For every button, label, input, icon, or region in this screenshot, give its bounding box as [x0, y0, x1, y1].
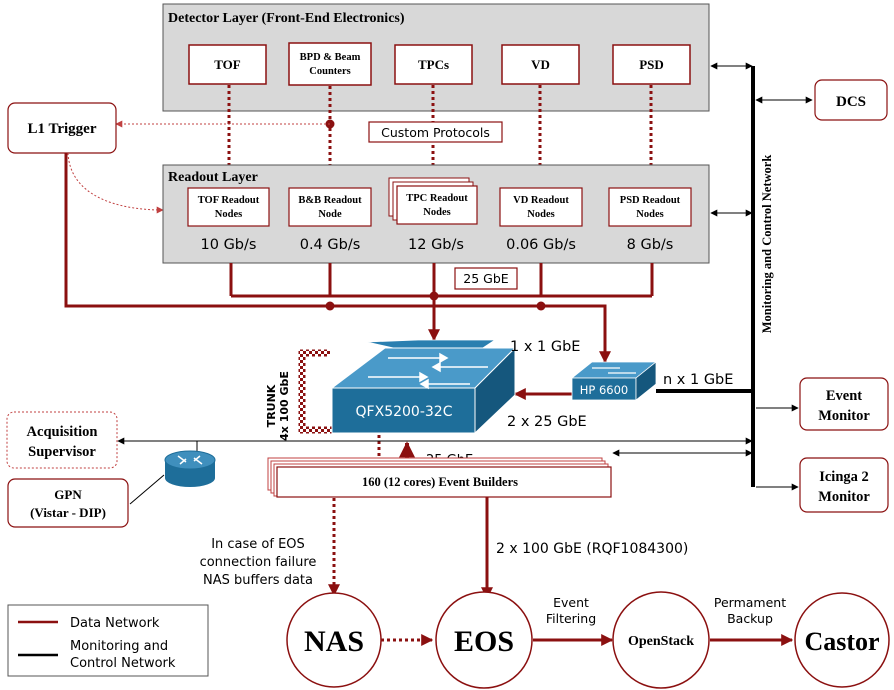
legend-monitoring-label-line1: Monitoring and — [70, 639, 168, 654]
eos-node: EOS — [435, 591, 533, 689]
svg-text:Acquisition: Acquisition — [27, 424, 98, 440]
svg-text:GPN: GPN — [54, 487, 82, 502]
module-label: VD — [531, 57, 550, 72]
detector-module-vd: VD — [501, 44, 580, 85]
detector-module-bpd: BPD & Beam Counters — [288, 42, 372, 86]
openstack-node: OpenStack — [612, 591, 710, 689]
readout-node-bb: B&B Readout Node 0.4 Gb/s — [288, 187, 372, 253]
readout-layer-title: Readout Layer — [168, 170, 258, 185]
trunk-label-line2: 4x 100 GbE — [278, 371, 291, 441]
hp6600-label: HP 6600 — [580, 383, 629, 397]
detector-layer-title: Detector Layer (Front-End Electronics) — [168, 11, 405, 26]
svg-text:Monitor: Monitor — [818, 408, 870, 424]
node-rate: 12 Gb/s — [408, 237, 464, 253]
svg-text:connection failure: connection failure — [200, 555, 317, 570]
svg-text:Monitor: Monitor — [818, 489, 870, 505]
node-rate: 8 Gb/s — [627, 237, 674, 253]
legend-monitoring-label-line2: Control Network — [70, 656, 176, 671]
svg-text:Event: Event — [826, 388, 862, 404]
svg-text:25 GbE: 25 GbE — [463, 271, 509, 286]
detector-layer: Detector Layer (Front-End Electronics) T… — [162, 3, 710, 112]
nas-note: In case of EOS connection failure NAS bu… — [200, 537, 317, 588]
svg-text:Supervisor: Supervisor — [28, 444, 96, 460]
node-rate: 10 Gb/s — [201, 237, 257, 253]
node-label-line2: Nodes — [527, 209, 554, 220]
gpn-router-link — [129, 474, 165, 505]
module-label-line2: Counters — [309, 66, 350, 77]
svg-text:NAS buffers data: NAS buffers data — [203, 573, 313, 588]
n-links-label: n x 1 GbE — [663, 372, 733, 388]
uplink-label: 1 x 1 GbE — [510, 339, 580, 355]
hp-to-qfx-label: 2 x 25 GbE — [507, 414, 587, 430]
node-label-line2: Node — [318, 209, 342, 220]
nas-node: NAS — [286, 592, 382, 688]
node-rate: 0.4 Gb/s — [300, 237, 361, 253]
svg-text:OpenStack: OpenStack — [628, 634, 694, 649]
dcs-label: DCS — [836, 94, 866, 110]
event-monitor-box: Event Monitor — [799, 377, 889, 431]
svg-text:(Vistar - DIP): (Vistar - DIP) — [30, 505, 106, 520]
node-label-line1: TOF Readout — [198, 195, 260, 206]
node-label-line1: PSD Readout — [620, 195, 681, 206]
detector-module-tpcs: TPCs — [394, 44, 473, 85]
node-rate: 0.06 Gb/s — [506, 237, 576, 253]
qfx5200-label: QFX5200-32C — [356, 404, 453, 420]
monitoring-network-label: Monitoring and Control Network — [760, 155, 774, 334]
trunk-link: TRUNK 4x 100 GbE — [265, 349, 358, 441]
module-label: PSD — [639, 57, 664, 72]
monitoring-network — [117, 62, 813, 491]
node-label-line1: VD Readout — [513, 195, 569, 206]
event-filtering-label-line2: Filtering — [546, 611, 596, 626]
backup-label-line1: Permament — [714, 595, 786, 610]
event-builders-label: 160 (12 cores) Event Builders — [362, 475, 518, 489]
router-icon — [164, 450, 216, 487]
legend: Data Network Monitoring and Control Netw… — [7, 604, 209, 677]
module-label: TOF — [214, 57, 241, 72]
svg-text:Castor: Castor — [804, 627, 879, 656]
node-label-line2: Nodes — [423, 207, 450, 218]
gpn-box: GPN (Vistar - DIP) — [7, 478, 129, 528]
detector-module-psd: PSD — [612, 44, 691, 85]
svg-text:Icinga 2: Icinga 2 — [819, 469, 869, 485]
trigger-to-readout-link — [67, 152, 164, 214]
castor-node: Castor — [794, 592, 890, 688]
readout-node-psd: PSD Readout Nodes 8 Gb/s — [608, 187, 692, 253]
custom-protocols-text: Custom Protocols — [381, 125, 490, 140]
detector-module-tof: TOF — [188, 44, 267, 85]
readout-node-tpc: TPC Readout Nodes 12 Gb/s — [388, 177, 478, 253]
svg-text:NAS: NAS — [304, 625, 364, 658]
module-label: TPCs — [418, 57, 449, 72]
event-filtering-label-line1: Event — [553, 595, 589, 610]
node-label-line2: Nodes — [215, 209, 242, 220]
event-builders-stack: 160 (12 cores) Event Builders — [267, 457, 612, 498]
readout-node-vd: VD Readout Nodes 0.06 Gb/s — [499, 187, 583, 253]
eb-to-eos-label: 2 x 100 GbE (RQF1084300) — [496, 541, 688, 557]
svg-text:In case of EOS: In case of EOS — [211, 537, 305, 552]
link-25gbe-label: 25 GbE — [454, 267, 518, 290]
qfx5200-switch: QFX5200-32C — [330, 339, 517, 435]
dcs-box: DCS — [814, 79, 888, 121]
svg-text:EOS: EOS — [454, 625, 514, 658]
node-label-line2: Nodes — [636, 209, 663, 220]
trunk-label-line1: TRUNK — [265, 384, 278, 427]
bus-junction-dots — [325, 291, 546, 311]
custom-protocols-label: Custom Protocols — [368, 121, 503, 143]
acquisition-supervisor-box: Acquisition Supervisor — [6, 411, 118, 469]
legend-data-label: Data Network — [70, 616, 160, 631]
readout-node-tof: TOF Readout Nodes 10 Gb/s — [187, 187, 270, 253]
l1-trigger-box: L1 Trigger — [7, 102, 117, 154]
node-label-line1: B&B Readout — [298, 195, 362, 206]
hp6600-switch: HP 6600 — [570, 361, 658, 401]
l1-trigger-label: L1 Trigger — [27, 121, 96, 137]
backup-label-line2: Backup — [727, 611, 773, 626]
node-label-line1: TPC Readout — [406, 193, 468, 204]
module-label-line1: BPD & Beam — [300, 52, 361, 63]
readout-layer: Readout Layer TOF Readout Nodes 10 Gb/s … — [162, 164, 710, 264]
icinga-monitor-box: Icinga 2 Monitor — [799, 457, 889, 513]
